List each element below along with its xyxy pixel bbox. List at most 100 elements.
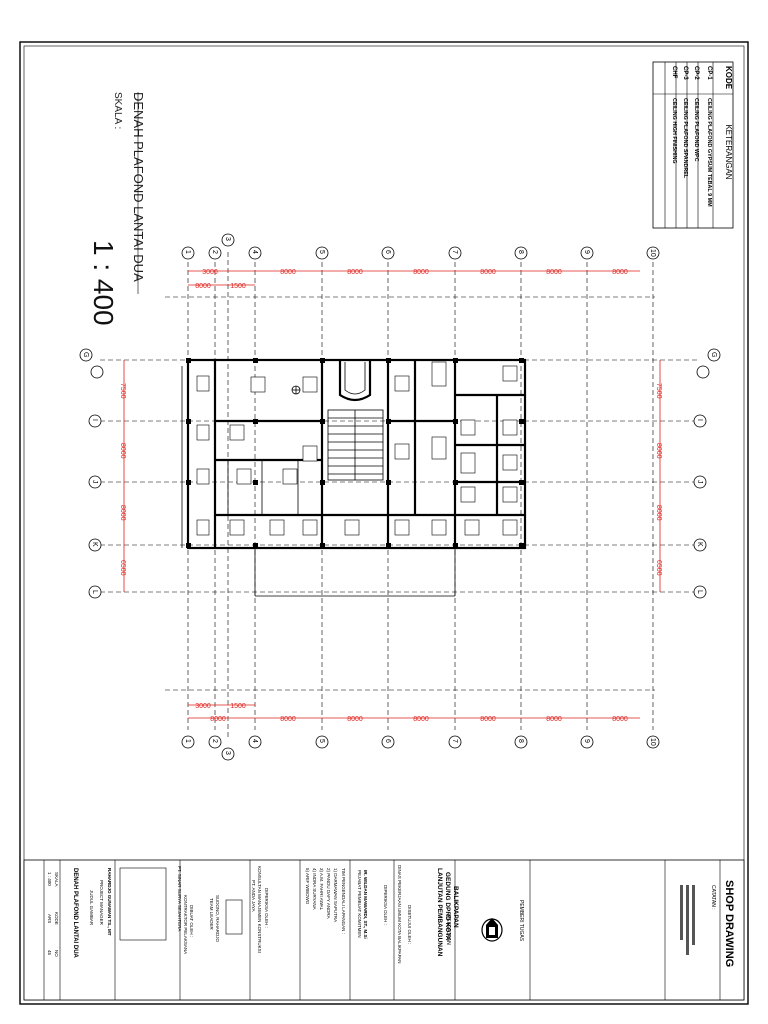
grid-bottom-10: 10 (649, 738, 656, 746)
dim-bottom-8: 8000 (612, 716, 628, 723)
judul-label: JUDUL GAMBAR (89, 890, 94, 926)
stairs (327, 409, 384, 481)
drafter-role: PROJECT MANAGER (99, 880, 104, 926)
consultant-label: DIPERIKSA OLEH : (264, 888, 269, 928)
dim-bottom-2: 1500 (230, 703, 246, 710)
scale-value: 1 : 400 (88, 240, 119, 326)
dim-top-2: 1500 (230, 283, 246, 290)
grid-top-2: 2 (211, 250, 218, 254)
legend-desc-4: CEILING HIGH FINISHING (671, 98, 677, 164)
scale-label: SKALA : (112, 92, 123, 129)
floor-plan (181, 358, 527, 597)
pemberi-tugas-label: PEMBERI TUGAS (518, 900, 524, 942)
grid-top-4: 4 (251, 250, 258, 254)
grid-right-j: J (696, 480, 703, 484)
dim-top-5: 8000 (413, 269, 429, 276)
judul-value: DENAH PLAFOND LANTAI DUA (72, 868, 78, 959)
grid-top-5: 5 (318, 250, 325, 254)
catatan-label: CATATAN : (710, 885, 716, 910)
dim-top-4: 8000 (347, 269, 363, 276)
shop-drawing-header: SHOP DRAWING (723, 880, 735, 967)
diperiksa-person: IR. WILDAN MAWARDI, ST., M.Si (363, 870, 368, 939)
dim-bottom-5: 8000 (413, 716, 429, 723)
dimensions-bottom: 3000 1500 8000 8000 8000 8000 8000 8000 … (188, 703, 640, 723)
disetujui-org: DINAS PEKERJAAN UMUM KOTA BALIKPAPAN (397, 865, 402, 964)
dibuat-label: DIBUAT OLEH : (189, 905, 194, 937)
grid-bottom-3: 3 (224, 751, 231, 755)
project-name: LANJUTAN PEMBANGUNAN GEDUNG DPRD KOTA BA… (436, 868, 459, 958)
drafter-name: RAHARDJO GUNAWAN TS., MT (107, 868, 112, 936)
dim-left-4: 6500 (119, 560, 126, 576)
contractor-name: PT. SINAR SURYA SEJAHTERA (177, 866, 182, 931)
grid-bottom-8: 8 (517, 739, 524, 743)
tim-label: TIM PENGENDALI LAPANGAN : (341, 868, 346, 934)
dim-left-2: 8000 (119, 443, 126, 459)
diperiksa-role: PEJABAT PEMBUAT KOMITMEN (357, 870, 362, 938)
dim-bottom-4: 8000 (347, 716, 363, 723)
dim-bottom-3: 8000 (280, 716, 296, 723)
dim-top-1: 3000 (202, 269, 218, 276)
dim-right-2: 8000 (655, 443, 662, 459)
legend-table: KODE KETERANGAN CP-1 CEILING PLAFOND GYP… (652, 61, 734, 229)
dim-bottom-9: 8000 (210, 716, 226, 723)
dim-top-8: 8000 (612, 269, 628, 276)
legend-code-1: CP-1 (706, 66, 712, 80)
city-emblem (481, 918, 503, 942)
dim-bottom-1: 3000 (195, 703, 211, 710)
grid-bubbles-bottom: 1 2 3 4 5 6 7 8 9 10 (181, 735, 660, 761)
tim-member-1: 1) DARMAWAN SAPUTRA (333, 868, 338, 922)
dimensions-right: 7500 8000 8000 6500 (655, 360, 662, 592)
grid-bubbles-left: G I J K L (79, 348, 104, 599)
tim-member-5: 5) ARIF WIBOWO (305, 868, 310, 905)
legend-code-4: CHF (671, 66, 677, 79)
dim-top-9: 8000 (195, 283, 211, 290)
legend-code-3: CP-3 (682, 66, 688, 80)
legend-desc-2: CEILING PLAFOND WPC (693, 98, 699, 162)
kode-value: ARS (47, 914, 52, 923)
pekerjaan-label: PEKERJAAN (445, 915, 451, 945)
disetujui-label: DISETUJUI OLEH : (407, 905, 412, 944)
grid-left-i: I (91, 419, 98, 421)
grid-right-k: K (696, 542, 703, 547)
dimensions-top: 3000 1500 8000 8000 8000 8000 8000 8000 … (188, 269, 640, 290)
kode-label: KODE (54, 912, 59, 925)
dimensions-left: 7500 8000 8000 6500 (119, 360, 126, 592)
outer-border (19, 41, 749, 1005)
grid-left-k: K (91, 542, 98, 547)
grid-left-g: G (82, 352, 89, 357)
no-label: NO (54, 950, 59, 957)
dim-left-3: 8000 (119, 505, 126, 521)
grid-top-10: 10 (649, 249, 656, 257)
no-value: 45 (47, 950, 52, 956)
grid-bottom-1: 1 (184, 739, 191, 743)
tim-member-3: 3) A.M. FAHRI AWAL (319, 868, 324, 911)
grid-top-3: 3 (224, 237, 231, 241)
tim-member-2: 2) PANDU DAFY ANDRA (326, 868, 331, 919)
grid-bubbles-right: G I J K L (693, 348, 721, 599)
dim-top-7: 8000 (546, 269, 562, 276)
skala-value: 1 : 400 (47, 872, 52, 886)
stamp-role: TEAM LEADER (209, 898, 214, 931)
legend-code-2: CP-2 (693, 66, 699, 80)
consultant-name: PT. ANDA JAYA (251, 880, 256, 912)
consultant-org: KONSULTAN MANAJEMEN KONSTRUKSI (257, 866, 262, 953)
drawing-title-block: DENAH PLAFOND LANTAI DUA SKALA : 1 : 400 (88, 92, 146, 326)
dim-top-6: 8000 (480, 269, 496, 276)
dim-bottom-6: 8000 (480, 716, 496, 723)
contractor-stamp (119, 867, 167, 941)
skala-label: SKALA (54, 872, 59, 887)
grid-bottom-7: 7 (451, 739, 458, 743)
grid-top-1: 1 (184, 250, 191, 254)
catatan-notes (680, 885, 695, 955)
dim-bottom-7: 8000 (546, 716, 562, 723)
legend-header-desc: KETERANGAN (724, 124, 733, 179)
drawing-title: DENAH PLAFOND LANTAI DUA (131, 92, 146, 282)
grid-top-7: 7 (451, 250, 458, 254)
grid-bottom-6: 6 (384, 739, 391, 743)
dim-right-4: 6500 (655, 560, 662, 576)
grid-left-j: J (91, 480, 98, 484)
ceiling-tags (196, 361, 518, 536)
grid-top-9: 9 (583, 250, 590, 254)
grid-bottom-9: 9 (583, 739, 590, 743)
